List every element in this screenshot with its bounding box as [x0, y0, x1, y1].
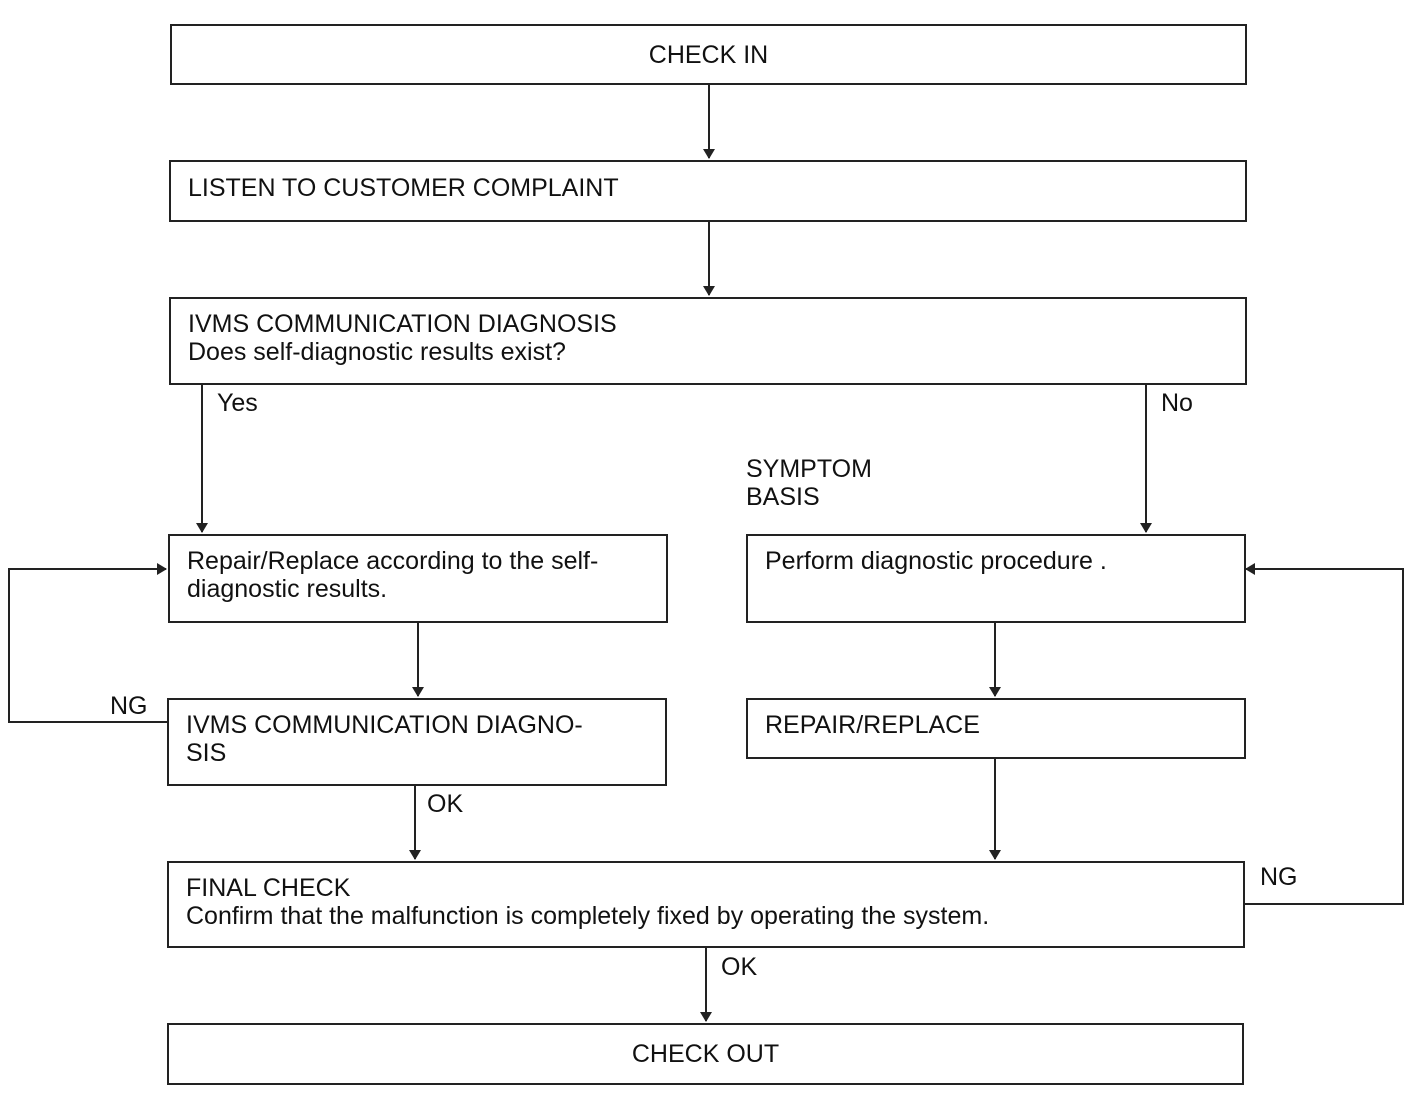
ng-left-label: NG: [110, 692, 148, 720]
final-check-box: FINAL CHECK Confirm that the malfunction…: [167, 861, 1245, 948]
check-out-label: CHECK OUT: [631, 1040, 780, 1068]
final-check-title: FINAL CHECK: [186, 874, 351, 902]
repair-replace-box: REPAIR/REPLACE: [746, 698, 1246, 759]
check-out-box: CHECK OUT: [167, 1023, 1244, 1085]
ok-bottom-label: OK: [721, 953, 758, 981]
ivms-diagnosis-title: IVMS COMMUNICATION DIAGNOSIS: [188, 310, 617, 338]
perform-diagnostic-box: Perform diagnostic procedure .: [746, 534, 1246, 623]
yes-label: Yes: [217, 389, 258, 417]
listen-to-customer-box: LISTEN TO CUSTOMER COMPLAINT: [169, 160, 1247, 222]
no-label: No: [1161, 389, 1193, 417]
symptom-basis-line1: SYMPTOM: [746, 455, 872, 483]
ok-mid-label: OK: [427, 790, 464, 818]
repair-replace-label: REPAIR/REPLACE: [765, 711, 980, 739]
repair-self-diagnostic-line1: Repair/Replace according to the self-: [187, 547, 599, 575]
ivms-diagnosis-question: Does self-diagnostic results exist?: [188, 338, 566, 366]
symptom-basis-line2: BASIS: [746, 483, 820, 511]
arrow-ng-loop-left: [8, 563, 167, 723]
arrow-ng-loop-right: [1245, 563, 1404, 905]
check-in-label: CHECK IN: [648, 40, 769, 69]
ivms-diagnosis-retry-line1: IVMS COMMUNICATION DIAGNO-: [186, 711, 583, 739]
ivms-diagnosis-box: IVMS COMMUNICATION DIAGNOSIS Does self-d…: [169, 297, 1247, 385]
ng-right-label: NG: [1260, 863, 1298, 891]
final-check-text: Confirm that the malfunction is complete…: [186, 902, 990, 930]
repair-self-diagnostic-line2: diagnostic results.: [187, 575, 388, 603]
repair-self-diagnostic-box: Repair/Replace according to the self- di…: [168, 534, 668, 623]
listen-to-customer-label: LISTEN TO CUSTOMER COMPLAINT: [188, 174, 619, 202]
ivms-diagnosis-retry-line2: SIS: [186, 739, 227, 767]
check-in-box: CHECK IN: [170, 24, 1247, 85]
perform-diagnostic-label: Perform diagnostic procedure .: [765, 547, 1107, 575]
ivms-diagnosis-retry-box: IVMS COMMUNICATION DIAGNO- SIS: [167, 698, 667, 786]
